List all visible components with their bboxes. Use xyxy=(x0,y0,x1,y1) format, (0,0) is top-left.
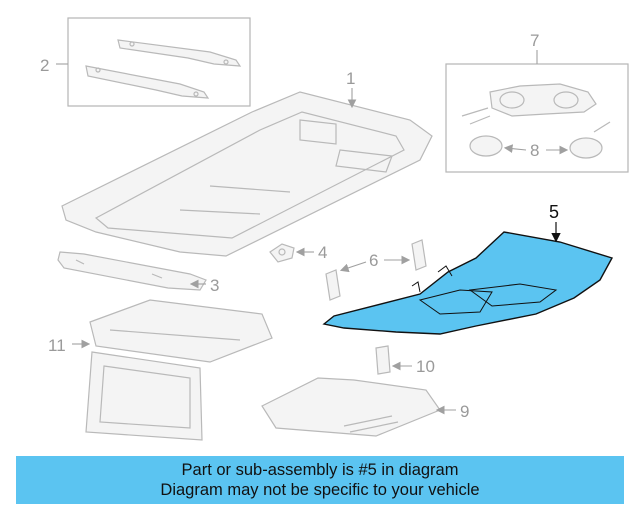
part-4-clip xyxy=(269,243,295,263)
callout-7: 7 xyxy=(530,31,539,50)
callout-6: 6 xyxy=(369,251,378,270)
info-banner: Part or sub-assembly is #5 in diagram Di… xyxy=(16,456,624,504)
part-6-clips xyxy=(325,239,427,301)
part-2-brackets xyxy=(67,17,251,107)
callout-9: 9 xyxy=(460,402,469,421)
part-5-overhead-console xyxy=(322,231,614,335)
callout-8: 8 xyxy=(530,141,539,160)
callout-4: 4 xyxy=(318,243,327,262)
part-5-shape xyxy=(322,231,614,335)
part-11-monitor xyxy=(85,299,273,441)
callout-5: 5 xyxy=(549,202,559,222)
banner-line-2: Diagram may not be specific to your vehi… xyxy=(160,481,480,499)
callout-10: 10 xyxy=(416,357,435,376)
part-7-lamp-box xyxy=(445,63,629,173)
callout-1: 1 xyxy=(346,69,355,88)
part-1-headliner xyxy=(61,91,433,257)
part-3-trim xyxy=(57,251,207,291)
callout-2: 2 xyxy=(40,56,49,75)
part-10-clip xyxy=(375,345,391,375)
banner-line-1: Part or sub-assembly is #5 in diagram xyxy=(181,461,459,479)
parts-diagram: 2 1 7 8 4 3 6 xyxy=(40,17,629,441)
part-9-housing xyxy=(261,377,441,437)
callout-11: 11 xyxy=(48,336,66,355)
callout-3: 3 xyxy=(210,276,219,295)
